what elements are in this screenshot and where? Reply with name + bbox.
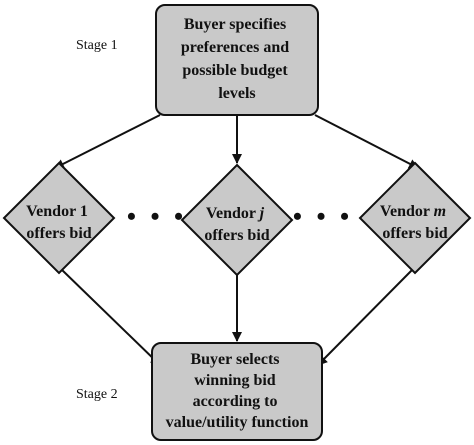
svg-text:Vendor m offers bid: Vendor m offers bid — [380, 203, 450, 242]
vendor-1-diamond: Vendor 1 offers bid — [2, 161, 116, 275]
vendor-m-line-2: offers bid — [382, 225, 447, 242]
buyer-specifies-line-1: Buyer specifies — [184, 16, 286, 33]
svg-text:Vendor j offers bid: Vendor j offers bid — [204, 205, 269, 244]
ellipsis-left: • • • — [127, 202, 187, 231]
buyer-selects-line-1: Buyer selects — [190, 351, 279, 368]
buyer-selects-line-3: according to — [193, 393, 278, 410]
buyer-specifies-line-4: levels — [218, 85, 255, 102]
vendor-m-line-1-prefix: Vendor — [380, 203, 434, 220]
arrow-vendor-1-to-bottom — [59, 267, 161, 366]
buyer-selects-box: Buyer selects winning bid according to v… — [151, 342, 323, 441]
arrow-top-to-vendor-m — [314, 114, 419, 169]
vendor-1-line-2: offers bid — [26, 225, 91, 242]
arrow-top-to-vendor-1 — [54, 114, 161, 169]
vendor-j-variable: j — [257, 205, 265, 222]
vendor-m-diamond: Vendor m offers bid — [358, 161, 472, 275]
vendor-j-line-1-prefix: Vendor — [206, 205, 260, 222]
buyer-specifies-line-3: possible budget — [182, 62, 288, 79]
svg-text:Buyer selects winning bi: Buyer selects winning bid according to v… — [166, 351, 309, 431]
buyer-selects-line-2: winning bid — [194, 372, 275, 389]
vendor-m-variable: m — [434, 203, 446, 220]
svg-text:Vendor 1 offers bid: Vendor 1 offers bid — [26, 203, 92, 242]
vendor-j-diamond: Vendor j offers bid — [180, 163, 294, 277]
vendor-j-line-2: offers bid — [204, 227, 269, 244]
arrow-vendor-m-to-bottom — [317, 267, 415, 366]
buyer-specifies-box: Buyer specifies preferences and possible… — [155, 4, 319, 116]
stage-2-label: Stage 2 — [76, 387, 118, 402]
stage-1-label: Stage 1 — [76, 38, 118, 53]
ellipsis-right: • • • — [293, 202, 353, 231]
buyer-selects-line-4: value/utility function — [166, 414, 309, 431]
vendor-1-line-1: Vendor 1 — [26, 203, 88, 220]
svg-text:Buyer specifies preferen: Buyer specifies preferences and possible… — [181, 16, 293, 102]
buyer-specifies-line-2: preferences and — [181, 39, 289, 56]
